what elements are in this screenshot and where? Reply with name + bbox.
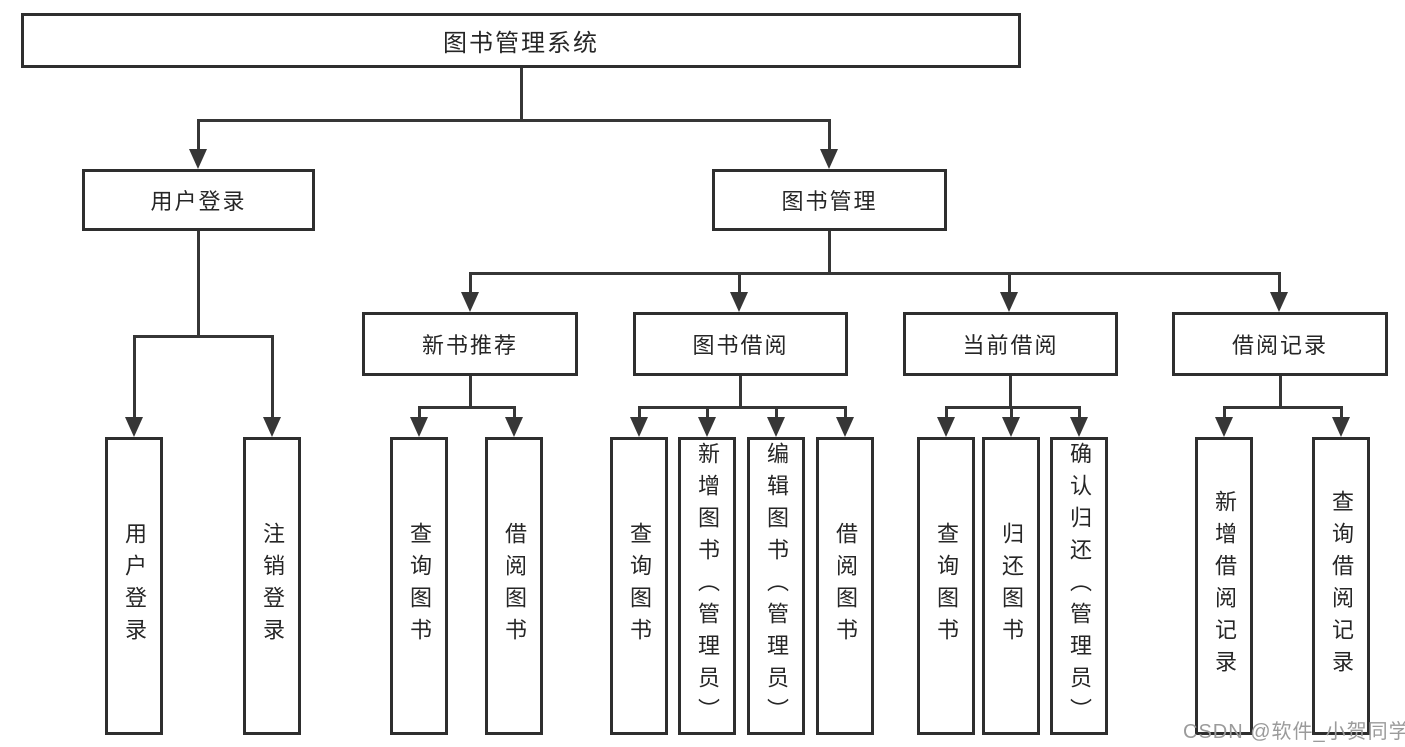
connector-line [844,406,847,417]
leaf-add-borrow-record: 新增借阅记录 [1195,437,1253,735]
arrowhead-icon [1002,417,1020,437]
arrowhead-icon [505,417,523,437]
connector-line [1278,272,1281,292]
connector-line [1223,406,1226,417]
node-label: 新书推荐 [421,333,518,358]
leaf-edit-books-admin: 编辑图书（管理员） [747,437,805,735]
arrowhead-icon [461,292,479,312]
leaf-search-books-recommend: 查询图书 [390,437,448,735]
arrowhead-icon [820,149,838,169]
arrowhead-icon [730,292,748,312]
node-label: 图书管理 [781,189,878,214]
node-label: 图书管理系统 [443,30,599,57]
connector-line [469,272,1281,275]
connector-line [775,406,778,417]
node-current-borrowing: 当前借阅 [903,312,1118,376]
leaf-search-borrow-record: 查询借阅记录 [1312,437,1370,735]
arrowhead-icon [1270,292,1288,312]
connector-line [638,406,641,417]
connector-line [638,406,846,409]
connector-line [1008,272,1011,292]
leaf-search-books-current: 查询图书 [917,437,975,735]
leaf-user-login: 用户登录 [105,437,163,735]
leaf-borrow-books-recommend: 借阅图书 [485,437,543,735]
node-book-borrowing: 图书借阅 [633,312,848,376]
leaf-label: 新增图书（管理员） [695,442,720,730]
node-label: 借阅记录 [1231,333,1328,358]
node-new-book-recommendation: 新书推荐 [362,312,578,376]
arrowhead-icon [263,417,281,437]
leaf-label: 用户登录 [122,522,147,650]
arrowhead-icon [698,417,716,437]
connector-line [1010,406,1013,417]
connector-line [197,119,830,122]
leaf-label: 查询图书 [934,522,959,650]
connector-line [133,335,136,417]
connector-line [133,335,274,338]
leaf-label: 查询图书 [407,522,432,650]
node-user-login: 用户登录 [82,169,315,231]
leaf-logout: 注销登录 [243,437,301,735]
connector-line [945,406,948,417]
leaf-search-books-borrowing: 查询图书 [610,437,668,735]
csdn-watermark: CSDN @软件_小贺同学 [1183,721,1405,743]
arrowhead-icon [630,417,648,437]
node-book-management: 图书管理 [712,169,947,231]
connector-line [197,231,200,335]
arrowhead-icon [767,417,785,437]
connector-line [513,406,516,417]
connector-line [706,406,709,417]
arrowhead-icon [189,149,207,169]
leaf-label: 确认归还（管理员） [1067,442,1092,730]
connector-line [739,376,742,406]
connector-line [828,119,831,150]
leaf-confirm-return-admin: 确认归还（管理员） [1050,437,1108,735]
node-label: 图书借阅 [692,333,789,358]
connector-line [828,231,831,272]
arrowhead-icon [125,417,143,437]
connector-line [1279,376,1282,406]
leaf-label: 编辑图书（管理员） [764,442,789,730]
leaf-add-books-admin: 新增图书（管理员） [678,437,736,735]
connector-line [418,406,516,409]
connector-line [271,335,274,417]
leaf-label: 借阅图书 [833,522,858,650]
leaf-label: 查询借阅记录 [1329,490,1354,682]
connector-line [738,272,741,292]
node-borrowing-records: 借阅记录 [1172,312,1388,376]
connector-line [1223,406,1342,409]
connector-line [197,119,200,150]
arrowhead-icon [1070,417,1088,437]
connector-line [1078,406,1081,417]
connector-line [418,406,421,417]
leaf-label: 注销登录 [260,522,285,650]
node-label: 当前借阅 [962,333,1059,358]
arrowhead-icon [836,417,854,437]
leaf-label: 查询图书 [627,522,652,650]
connector-line [520,68,523,119]
arrowhead-icon [1000,292,1018,312]
leaf-label: 借阅图书 [502,522,527,650]
leaf-return-books: 归还图书 [982,437,1040,735]
connector-line [469,376,472,406]
leaf-borrow-books: 借阅图书 [816,437,874,735]
connector-line [1340,406,1343,417]
node-library-management-system: 图书管理系统 [21,13,1021,68]
leaf-label: 新增借阅记录 [1212,490,1237,682]
connector-line [469,272,472,292]
arrowhead-icon [937,417,955,437]
arrowhead-icon [410,417,428,437]
arrowhead-icon [1332,417,1350,437]
connector-line [1009,376,1012,406]
leaf-label: 归还图书 [999,522,1024,650]
arrowhead-icon [1215,417,1233,437]
node-label: 用户登录 [150,189,247,214]
